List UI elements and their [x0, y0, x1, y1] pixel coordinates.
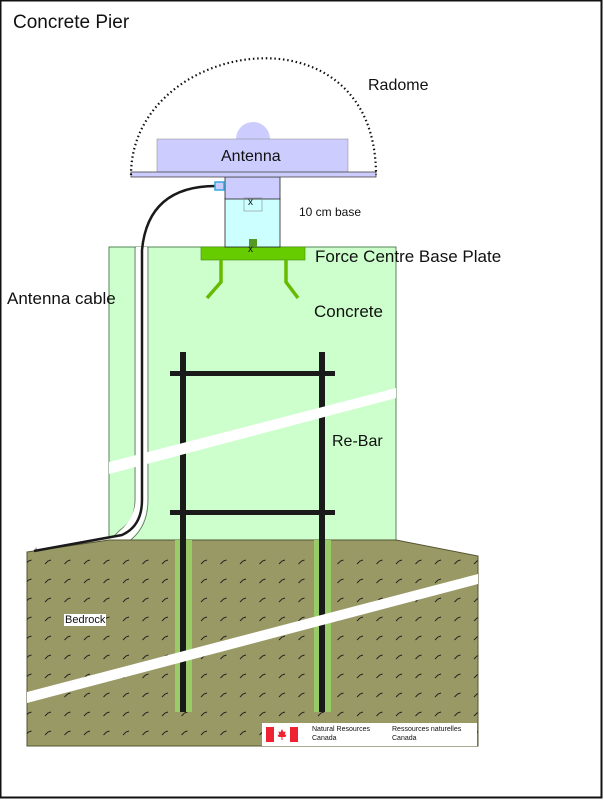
logo-english-line2: Canada [312, 734, 337, 742]
rebar-vertical-right [319, 352, 325, 712]
force-centre-base-plate [200, 246, 306, 261]
plate-marker-x: x [248, 244, 253, 255]
antenna-body [156, 138, 349, 174]
break-line-bedrock [27, 574, 478, 703]
base-plate-label: Force Centre Base Plate [315, 247, 502, 266]
cable-connector [214, 181, 225, 191]
rebar-label: Re-Bar [332, 433, 383, 450]
rebar-horizontal-top [170, 371, 335, 376]
logo-french: Ressources naturelles Canada [392, 726, 461, 743]
plate-marker [249, 239, 257, 247]
bedrock-texture [27, 548, 478, 746]
concrete-block [108, 246, 397, 541]
logo-english-line1: Natural Resources [312, 726, 370, 733]
antenna-ground-plane [130, 171, 377, 178]
antenna-mount [224, 176, 281, 200]
arp-marker-x: x [248, 197, 253, 208]
ten-cm-base [224, 197, 281, 248]
radome [129, 57, 378, 176]
diagram-title: Concrete Pier [13, 12, 130, 33]
canada-flag-icon [266, 727, 298, 742]
antenna-dome [236, 122, 270, 139]
concrete-label: Concrete [314, 302, 383, 321]
base-label: 10 cm base [299, 205, 362, 219]
rebar-vertical-left [180, 352, 186, 712]
antenna-cable [33, 184, 217, 553]
antenna-cable-label: Antenna cable [7, 289, 116, 308]
anchor-right [284, 260, 300, 300]
bedrock-label: Bedrock [64, 614, 107, 626]
rebar-horizontal-bottom [170, 510, 335, 515]
logo-french-line1: Ressources naturelles [392, 726, 462, 733]
break-line-concrete [109, 388, 396, 474]
arp-marker-box [243, 197, 263, 212]
anchor-left [205, 260, 223, 300]
antenna-label: Antenna [221, 148, 281, 165]
radome-label: Radome [368, 77, 429, 94]
logo-french-line2: Canada [392, 734, 417, 742]
nrcan-logo: Natural Resources Canada Ressources natu… [262, 723, 477, 746]
logo-english: Natural Resources Canada [312, 726, 370, 743]
